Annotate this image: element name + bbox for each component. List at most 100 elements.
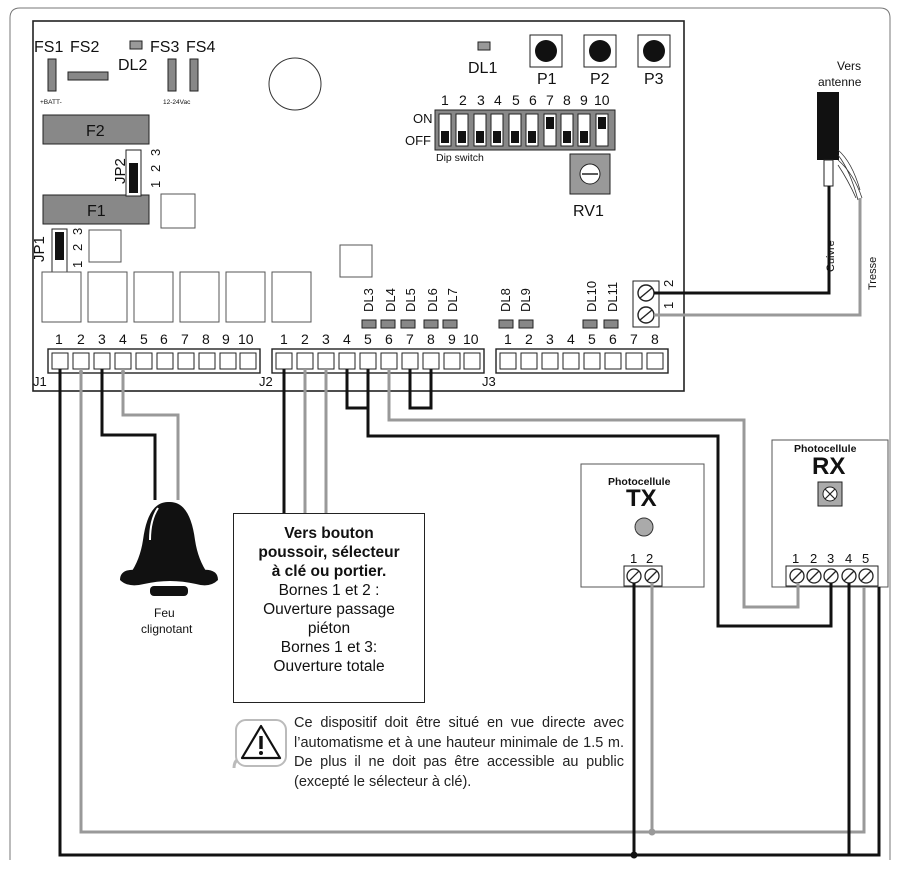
lamp-body bbox=[130, 502, 208, 574]
label-dl7: DL7 bbox=[445, 288, 460, 312]
junction-black bbox=[630, 851, 638, 859]
j2-pin bbox=[359, 352, 377, 370]
dip-number-6: 6 bbox=[529, 92, 537, 108]
j3-pin bbox=[625, 352, 643, 370]
j2-num-8: 8 bbox=[427, 331, 435, 347]
dip-off-label: OFF bbox=[405, 133, 431, 148]
label-dl4: DL4 bbox=[383, 288, 398, 312]
led-dl7 bbox=[442, 319, 458, 329]
jp1-pin-1: 1 bbox=[70, 261, 85, 268]
dip-lever-6 bbox=[528, 131, 536, 143]
push-button-note: Vers bouton poussoir, sélecteur à clé ou… bbox=[233, 513, 425, 703]
label-dl1: DL1 bbox=[468, 60, 497, 77]
rx-code: RX bbox=[812, 453, 845, 480]
label-dl11: DL11 bbox=[605, 282, 620, 312]
rx-screw-slot bbox=[843, 570, 855, 582]
j2-num-4: 4 bbox=[343, 331, 351, 347]
rx-screw-slot bbox=[825, 570, 837, 582]
capacitor-component bbox=[268, 57, 322, 111]
j2-pin bbox=[275, 352, 293, 370]
dip-lever-9 bbox=[580, 131, 588, 143]
lamp-wire-gray bbox=[121, 369, 180, 500]
label-dl9: DL9 bbox=[518, 288, 533, 312]
rx-screw-slot bbox=[791, 570, 803, 582]
tx-terminal-1: 1 bbox=[630, 551, 637, 566]
j2-pin bbox=[380, 352, 398, 370]
note-line7: Bornes 1 et 3: bbox=[280, 639, 378, 656]
note-line6: piéton bbox=[307, 620, 351, 637]
j3-pin bbox=[541, 352, 559, 370]
jp2-pin-3: 3 bbox=[148, 149, 163, 156]
dip-lever-3 bbox=[476, 131, 484, 143]
label-dl8: DL8 bbox=[498, 288, 513, 312]
led-dl8 bbox=[498, 319, 514, 329]
j3-pin bbox=[520, 352, 538, 370]
relay-4 bbox=[179, 271, 220, 323]
led-dl10 bbox=[582, 319, 598, 329]
j2-pin bbox=[296, 352, 314, 370]
relay-2 bbox=[87, 271, 128, 323]
jumper-jp1-cap bbox=[55, 232, 64, 260]
rx-terminal-4: 4 bbox=[845, 551, 852, 566]
j1-num-6: 6 bbox=[160, 331, 168, 347]
rx-screw-slot bbox=[860, 570, 872, 582]
j2-pin bbox=[338, 352, 356, 370]
jp2-pin-1: 1 bbox=[148, 181, 163, 188]
j3-num-4: 4 bbox=[567, 331, 575, 347]
j3-num-6: 6 bbox=[609, 331, 617, 347]
led-dl4 bbox=[380, 319, 396, 329]
dip-number-9: 9 bbox=[580, 92, 588, 108]
label-j2: J2 bbox=[259, 374, 273, 389]
relay-1 bbox=[41, 271, 82, 323]
tx-lens-icon bbox=[634, 517, 654, 537]
j1-pin bbox=[198, 352, 216, 370]
strand bbox=[837, 149, 861, 191]
j3-num-1: 1 bbox=[504, 331, 512, 347]
component-square-2 bbox=[88, 229, 122, 263]
j2-num-10: 10 bbox=[463, 331, 479, 347]
photocell-rx bbox=[771, 439, 889, 588]
j3-pin bbox=[604, 352, 622, 370]
dip-number-7: 7 bbox=[546, 92, 554, 108]
tx-screw-slot bbox=[628, 570, 640, 582]
j3-num-8: 8 bbox=[651, 331, 659, 347]
relay-5 bbox=[225, 271, 266, 323]
j1-pin bbox=[156, 352, 174, 370]
label-j1: J1 bbox=[33, 374, 47, 389]
power-loop-gray bbox=[79, 369, 866, 834]
rx-heading: Photocellule bbox=[794, 443, 857, 455]
note-line1: Vers bouton bbox=[284, 525, 374, 542]
strand bbox=[837, 154, 859, 201]
j1-pin-2-wire-dot bbox=[79, 370, 83, 374]
label-fs1: FS1 bbox=[34, 39, 63, 56]
note-line8: Ouverture totale bbox=[273, 658, 385, 675]
dip-number-3: 3 bbox=[477, 92, 485, 108]
connector-j2-numbers: 1 2 3 4 5 6 7 8 9 10 bbox=[280, 331, 479, 347]
j1-num-3: 3 bbox=[98, 331, 106, 347]
j2-pin bbox=[463, 352, 481, 370]
note-line2: poussoir, sélecteur bbox=[258, 544, 400, 561]
dip-lever-10 bbox=[598, 117, 606, 129]
label-dl5: DL5 bbox=[403, 288, 418, 312]
dip-number-2: 2 bbox=[459, 92, 467, 108]
label-p1: P1 bbox=[537, 71, 557, 88]
component-square-3 bbox=[339, 244, 373, 278]
dip-lever-8 bbox=[563, 131, 571, 143]
j1-num-1: 1 bbox=[55, 331, 63, 347]
j1-num-10: 10 bbox=[238, 331, 254, 347]
wiring bbox=[58, 186, 881, 857]
label-dl10: DL10 bbox=[584, 281, 599, 312]
bridge-j2-7-8 bbox=[408, 369, 433, 410]
led-dl11 bbox=[603, 319, 619, 329]
label-dl3: DL3 bbox=[361, 288, 376, 312]
j1-num-4: 4 bbox=[119, 331, 127, 347]
dip-lever-4 bbox=[493, 131, 501, 143]
antenna-core-wire bbox=[654, 186, 831, 295]
dip-number-4: 4 bbox=[494, 92, 502, 108]
dip-switch-numbers: 1 2 3 4 5 6 7 8 9 10 bbox=[441, 92, 610, 108]
warning-triangle-icon bbox=[232, 719, 287, 769]
j1-num-9: 9 bbox=[222, 331, 230, 347]
push-button-p1-cap bbox=[535, 40, 557, 62]
label-fs2: FS2 bbox=[70, 39, 99, 56]
j3-leds: DL8 DL9 DL10 DL11 bbox=[498, 281, 620, 329]
